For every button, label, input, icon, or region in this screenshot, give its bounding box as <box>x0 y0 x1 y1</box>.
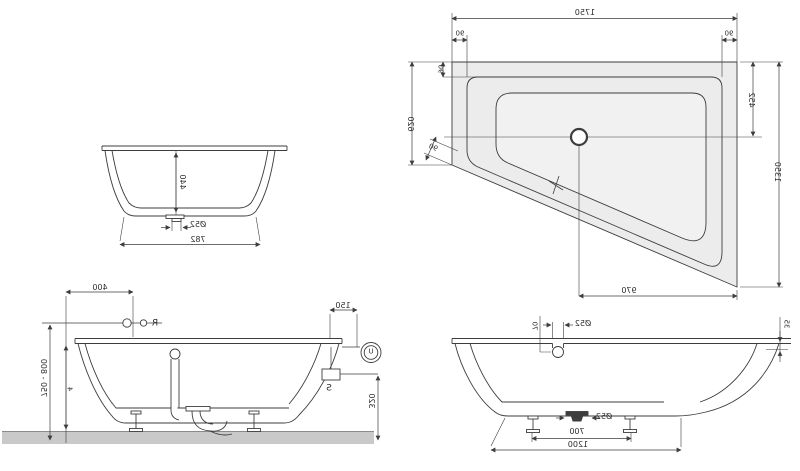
tub-foot <box>129 410 143 432</box>
dim-side-overflow-depth: 70 <box>530 321 539 331</box>
dim-side-feet-spacing: 700 <box>569 427 585 436</box>
ref-point-label: R <box>151 318 159 329</box>
switch-symbol <box>321 368 341 381</box>
switch-symbol-label: S <box>326 383 332 394</box>
dim-end-base-width: 782 <box>190 235 206 244</box>
side-installation-view <box>2 289 382 444</box>
end-elevation-view <box>101 145 288 247</box>
dim-plan-drain-from-top: 452 <box>747 92 756 108</box>
dim-plan-drain-from-right: 970 <box>621 286 637 295</box>
dim-install-conn-offset: 150 <box>335 301 351 310</box>
tub-foot <box>623 415 637 433</box>
dim-plan-left-edge: 620 <box>406 116 415 132</box>
socket-symbol-label: U <box>368 347 374 356</box>
side-elevation-view <box>451 316 791 453</box>
dim-side-overflow-dia: Ø52 <box>574 319 592 328</box>
dim-install-height-range: 750 - 800 <box>39 358 48 398</box>
dim-install-tap-offset: 400 <box>92 283 108 292</box>
tub-foot <box>526 415 540 433</box>
dim-side-base-length: 1200 <box>567 440 589 449</box>
dim-plan-rim-width: 90 <box>436 64 445 74</box>
dim-install-height-mark: 4 <box>65 386 74 392</box>
dim-side-rim-edge: 35 <box>782 319 791 329</box>
dim-end-drain-dia: Ø52 <box>189 220 207 229</box>
tub-foot <box>247 410 261 432</box>
dim-install-conn-height: 320 <box>367 393 376 409</box>
dim-plan-depth: 1350 <box>773 161 782 183</box>
dim-side-drain-dia: Ø52 <box>595 412 613 421</box>
dim-end-inner-depth: 440 <box>178 174 187 190</box>
dim-plan-width: 1750 <box>574 8 596 17</box>
dim-plan-corner-right: 90 <box>724 29 734 38</box>
dim-plan-corner-left: 90 <box>455 29 465 38</box>
plan-view <box>408 13 783 300</box>
